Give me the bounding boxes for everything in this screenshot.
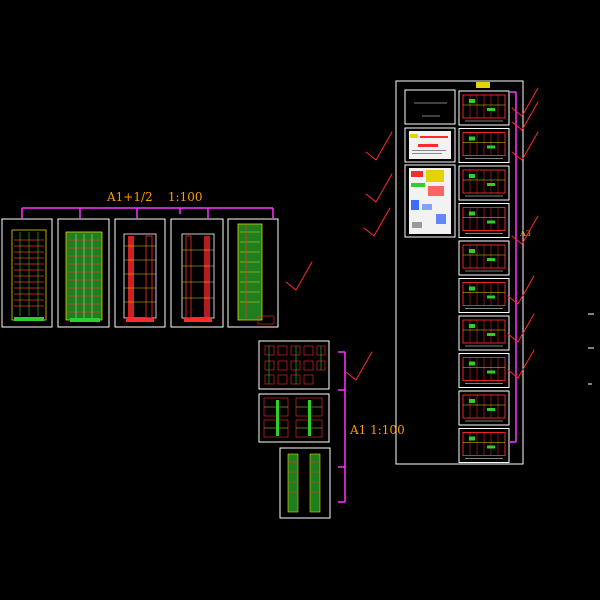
- detail-sheet-1[interactable]: [258, 340, 330, 390]
- approval-checkmark-11: [507, 349, 535, 379]
- plan-sheet-10[interactable]: [458, 428, 510, 463]
- detail-sheet-group: [258, 340, 346, 519]
- plan-sheet-5[interactable]: [458, 240, 510, 276]
- plan-sheet-1[interactable]: [458, 90, 510, 126]
- plan-sheet-3[interactable]: [458, 165, 510, 201]
- approval-checkmark-6: [511, 101, 539, 131]
- approval-checkmark-3: [363, 207, 391, 237]
- elevation-sheet-2[interactable]: [57, 218, 110, 328]
- elevation-sheet-1[interactable]: [1, 218, 53, 328]
- approval-checkmark-4: [285, 261, 313, 291]
- side-markers: [588, 313, 594, 385]
- plan-group-note: A3: [519, 229, 531, 238]
- plan-scale-bracket: [338, 351, 346, 503]
- plan-group-bracket: [510, 91, 517, 443]
- approval-checkmark-9: [507, 275, 535, 305]
- plan-sheet-8[interactable]: [458, 353, 510, 388]
- section-sheet-1[interactable]: [114, 218, 166, 328]
- approval-checkmark-5: [345, 351, 373, 381]
- plan-sheet-2[interactable]: [458, 128, 510, 163]
- detail-sheet-2[interactable]: [258, 393, 330, 443]
- plan-sheet-9[interactable]: [458, 390, 510, 426]
- plan-sheet-column: A3: [395, 80, 531, 465]
- plan-sheet-7[interactable]: [458, 315, 510, 351]
- design-notes-sheet[interactable]: [404, 127, 456, 163]
- cover-sheet[interactable]: [404, 89, 456, 125]
- approval-checkmark-12: [511, 87, 539, 117]
- approval-checkmark-7: [511, 131, 539, 161]
- section-sheet-2[interactable]: [170, 218, 224, 328]
- plan-column-title: [476, 82, 490, 88]
- elevation-sheet-3[interactable]: [227, 218, 279, 328]
- approval-checkmark-1: [365, 131, 393, 161]
- approval-checkmark-10: [507, 313, 535, 343]
- approval-checkmark-8: [511, 215, 539, 245]
- elevation-scale-bracket: [21, 207, 274, 218]
- detail-sheet-3[interactable]: [279, 447, 331, 519]
- plan-sheet-6[interactable]: [458, 278, 510, 313]
- elevation-scale-label: A1+1/2 1:100: [107, 190, 203, 204]
- approval-checkmark-2: [365, 173, 393, 203]
- material-schedule-sheet[interactable]: [404, 164, 456, 238]
- plan-scale-label: A1 1:100: [350, 423, 405, 437]
- elevation-sheet-group: [1, 207, 279, 328]
- plan-sheet-4[interactable]: [458, 203, 510, 238]
